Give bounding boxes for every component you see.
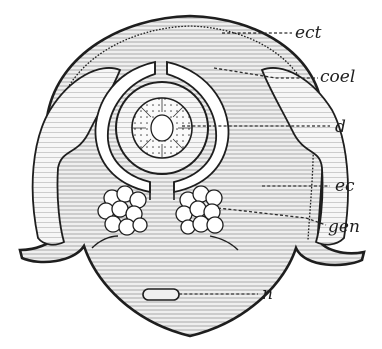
label-d: d	[335, 117, 346, 137]
label-gen: gen	[328, 217, 360, 237]
label-n: n	[262, 284, 273, 304]
label-ec: ec	[335, 176, 355, 196]
gut-center	[151, 115, 173, 141]
left-gonad	[98, 186, 147, 235]
nerve-cord	[143, 289, 179, 300]
right-gonad	[176, 186, 223, 234]
label-coel: coel	[320, 67, 355, 87]
label-ect: ect	[295, 23, 322, 43]
